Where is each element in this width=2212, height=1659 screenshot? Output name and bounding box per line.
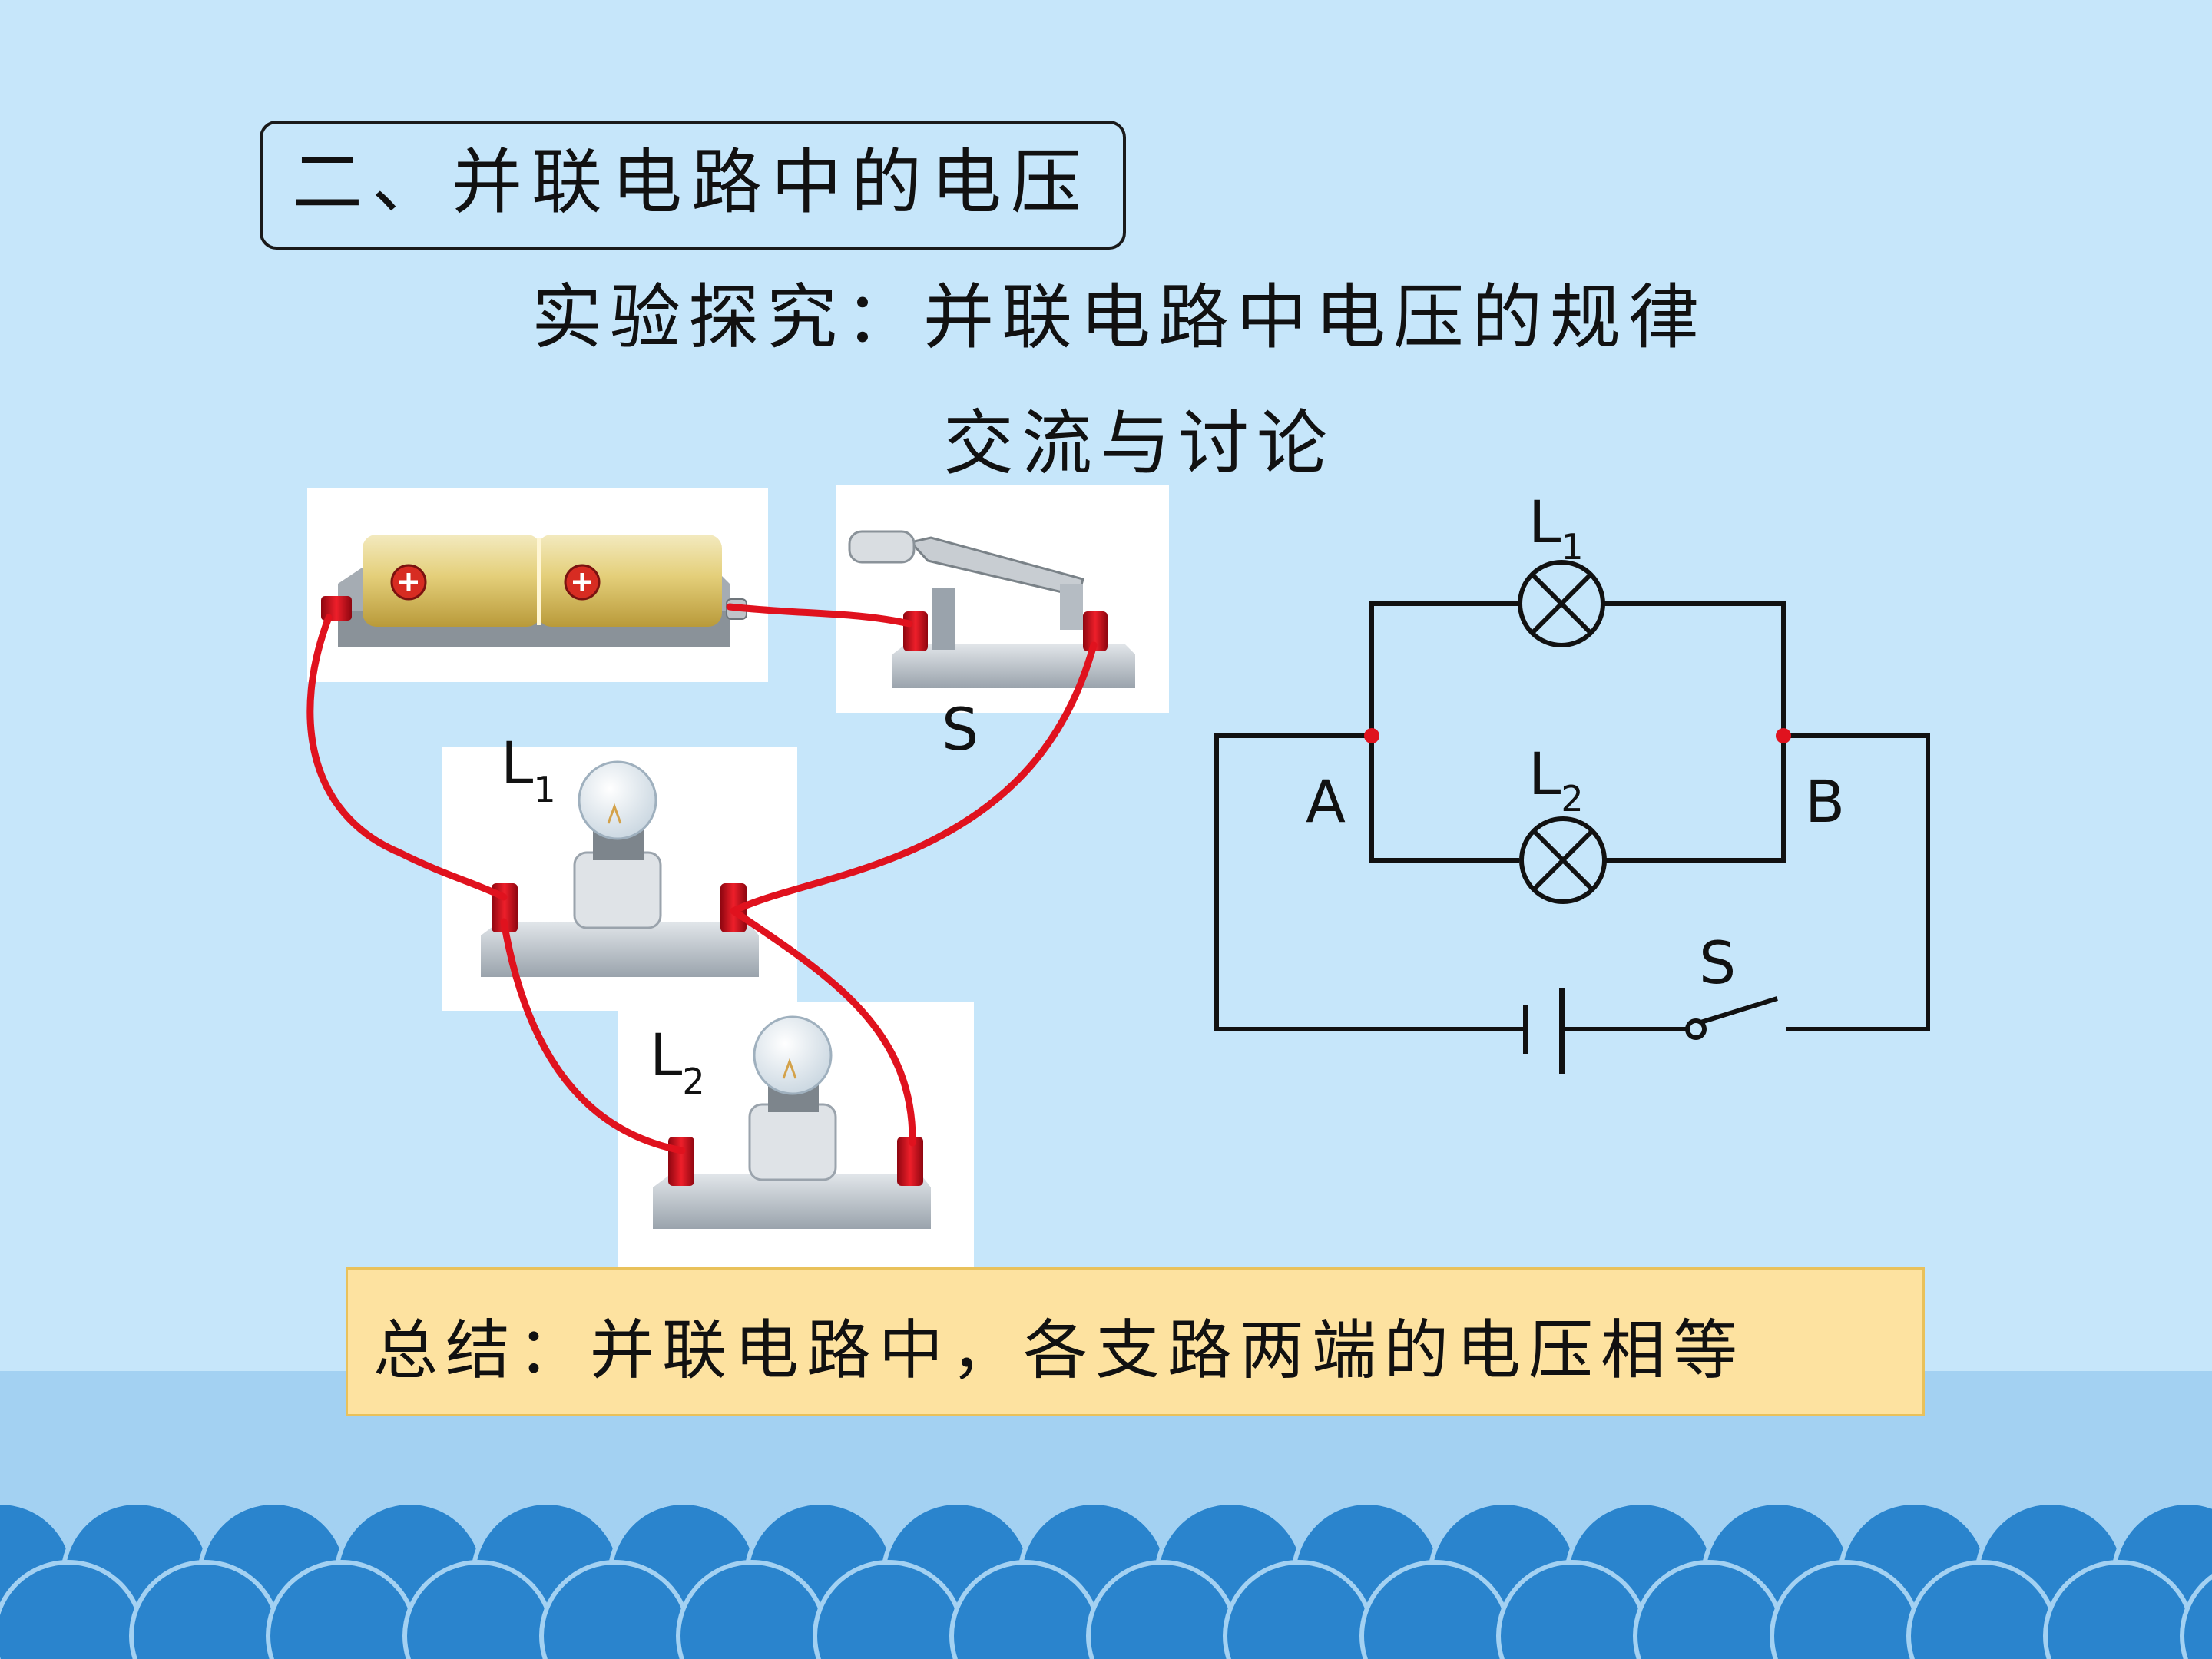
section-title-box (260, 121, 1126, 250)
schematic-lamp2-label: L2 (1528, 740, 1584, 820)
lamp-symbol-icon (1519, 816, 1607, 904)
section-title: 二、并联电路中的电压 (292, 141, 1091, 224)
node-a-dot (1364, 728, 1379, 743)
discussion-heading: 交流与讨论 (943, 402, 1336, 485)
schematic-wire-outer (1214, 733, 1930, 1031)
lamp2-label: L2 (650, 1021, 705, 1102)
knife-switch-icon (848, 530, 1135, 688)
switch-label: S (942, 695, 979, 763)
node-a-label: A (1306, 767, 1346, 836)
switch-symbol-icon (1685, 996, 1778, 1040)
lamp1-label: L1 (501, 729, 556, 810)
schematic-wire-top (1369, 601, 1786, 736)
wave-decoration (0, 1500, 2212, 1659)
schematic-lamp1-label: L1 (1528, 488, 1584, 568)
connecting-wires (306, 603, 1098, 1154)
cell-symbol-icon (1523, 988, 1565, 1074)
schematic-wire-middle (1369, 736, 1786, 863)
node-b-dot (1776, 728, 1791, 743)
wave-scallop (2180, 1574, 2212, 1659)
lamp-symbol-icon (1518, 560, 1605, 647)
bulb-icon (653, 1015, 931, 1229)
summary-box (346, 1267, 1925, 1416)
experiment-subtitle: 实验探究：并联电路中电压的规律 (531, 276, 1707, 359)
summary-text: 总结：并联电路中，各支路两端的电压相等 (373, 1313, 1746, 1388)
schematic-switch-label: S (1699, 929, 1736, 997)
node-b-label: B (1805, 767, 1845, 836)
